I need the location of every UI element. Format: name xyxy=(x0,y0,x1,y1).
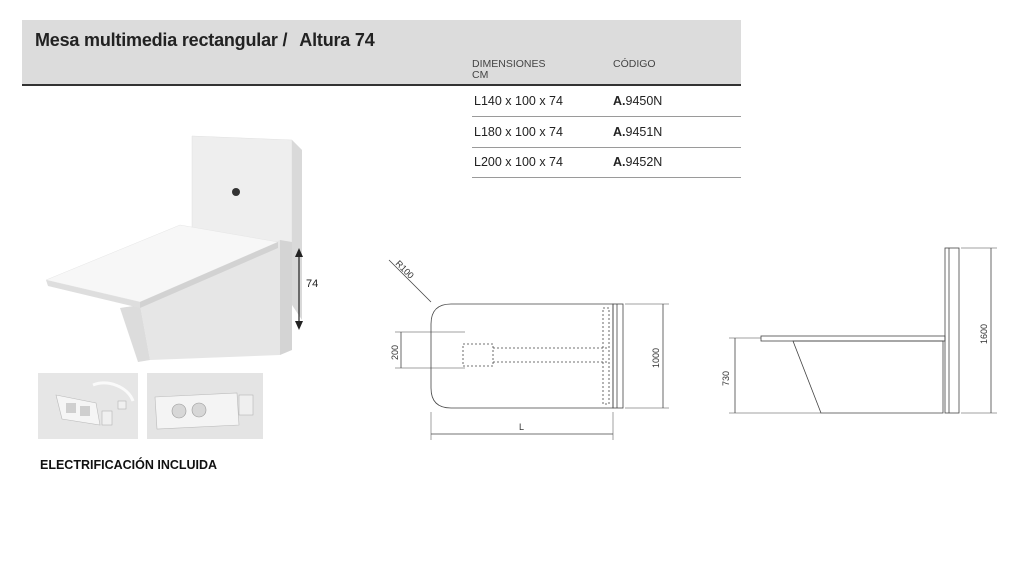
table-height-label: 730 xyxy=(721,371,731,386)
code-prefix: A. xyxy=(613,94,626,108)
arrow-down-icon xyxy=(295,321,303,330)
width-label: 200 xyxy=(390,345,400,360)
plan-view-drawing: R100 200 1000 L xyxy=(388,258,669,440)
header-band xyxy=(22,20,741,84)
code-cell: A.9450N xyxy=(613,94,662,108)
code-cell: A.9452N xyxy=(613,155,662,169)
electrification-caption: ELECTRIFICACIÓN INCLUIDA xyxy=(40,458,218,472)
hidden-structure-right xyxy=(602,307,610,405)
hidden-structure-left xyxy=(462,343,494,367)
tabletop-outline xyxy=(760,335,946,342)
panel-outline xyxy=(612,303,624,409)
code-prefix: A. xyxy=(613,155,626,169)
panel-height-label: 1600 xyxy=(979,324,989,344)
table-row: L180 x 100 x 74 A.9451N xyxy=(472,117,741,148)
cable-grommet-icon xyxy=(232,188,240,196)
depth-label: 1000 xyxy=(651,348,661,368)
column-header-dimensions-label: DIMENSIONES xyxy=(472,58,546,70)
code-number: 9452N xyxy=(625,155,663,169)
page-title: Mesa multimedia rectangular / Altura 74 xyxy=(35,30,375,51)
table-row: L200 x 100 x 74 A.9452N xyxy=(472,147,741,178)
column-header-code: CÓDIGO xyxy=(613,58,656,70)
table-base-back xyxy=(280,240,292,355)
tabletop-edge-side xyxy=(140,242,278,308)
electrification-photo-2 xyxy=(147,373,263,439)
dimensions-cell: L200 x 100 x 74 xyxy=(474,155,563,169)
product-render: 74 xyxy=(45,135,318,362)
leg-outline xyxy=(792,340,944,414)
code-number: 9450N xyxy=(625,94,663,108)
electrification-photo-2-drawing xyxy=(147,373,263,439)
tabletop-edge xyxy=(46,280,140,308)
code-cell: A.9451N xyxy=(613,125,662,139)
side-view-drawing: 730 1600 xyxy=(721,247,997,414)
product-title: Mesa multimedia rectangular / xyxy=(35,30,288,50)
table-base-front xyxy=(140,240,280,360)
tabletop-outline xyxy=(430,303,614,409)
radius-leader-line xyxy=(388,259,432,303)
code-prefix: A. xyxy=(613,125,626,139)
back-panel-side xyxy=(292,140,302,320)
dimensions-cell: L180 x 100 x 74 xyxy=(474,125,563,139)
radius-label: R100 xyxy=(394,258,416,280)
height-label: 74 xyxy=(306,278,318,290)
table-row: L140 x 100 x 74 A.9450N xyxy=(472,86,741,117)
length-label: L xyxy=(519,422,524,432)
column-header-dimensions: DIMENSIONES CM xyxy=(472,59,546,81)
dimensions-cell: L140 x 100 x 74 xyxy=(474,94,563,108)
code-number: 9451N xyxy=(625,125,663,139)
back-panel-outline xyxy=(944,247,960,414)
electrification-photo-1-drawing xyxy=(38,373,138,439)
column-header-dimensions-unit: CM xyxy=(472,69,489,81)
table-base-side xyxy=(120,305,150,362)
product-height-subtitle: Altura 74 xyxy=(299,30,375,50)
arrow-up-icon xyxy=(295,248,303,257)
electrification-photo-1 xyxy=(38,373,138,439)
header-divider xyxy=(22,84,741,86)
